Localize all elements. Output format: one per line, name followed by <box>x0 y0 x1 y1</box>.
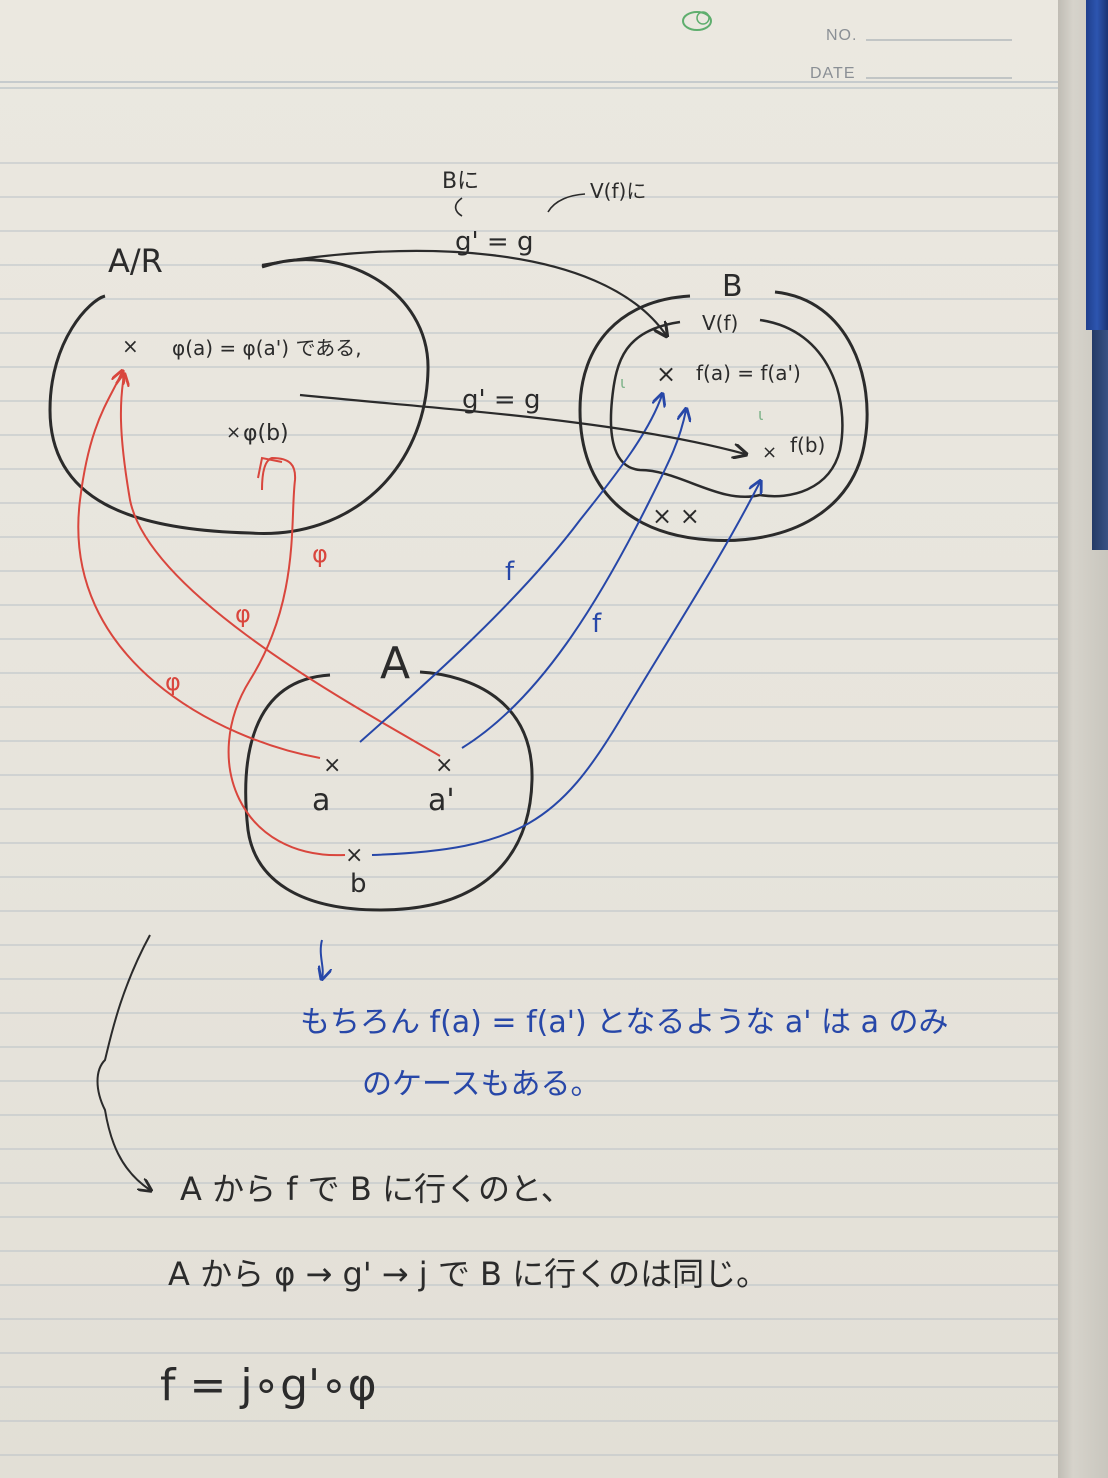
f-label-1: f <box>505 557 515 587</box>
top-note-curl <box>454 197 463 217</box>
top-note-b: Bに <box>442 169 479 194</box>
pen-body <box>1092 330 1108 550</box>
image-boundary <box>609 318 844 498</box>
formula: f = j∘g'∘φ <box>160 1360 377 1411</box>
b-point: × <box>345 843 363 868</box>
g-prime-eq-g-label: g' = g <box>462 385 540 415</box>
f-label-2: f <box>592 609 602 639</box>
f-b-label: f(b) <box>790 433 825 457</box>
g-prime-arrow <box>299 393 745 454</box>
a-label: a <box>312 783 330 818</box>
phi-arrow-a <box>77 372 321 759</box>
top-note-pointer <box>547 193 586 213</box>
phi-label-1: φ <box>165 668 181 696</box>
f-a-equal-label: f(a) = f(a') <box>696 361 801 385</box>
blue-note-arrow <box>321 939 323 978</box>
phi-a-point: × <box>122 334 139 358</box>
a-prime-point: × <box>435 753 453 778</box>
a-prime-label: a' <box>428 783 455 818</box>
domain-boundary <box>244 670 534 912</box>
f-arrow-a <box>359 395 662 743</box>
phi-label-3: φ <box>312 540 328 568</box>
blue-note-line-2: のケースもある。 <box>362 1067 601 1102</box>
domain-label: A <box>380 638 410 689</box>
quotient-set-label: A/R <box>108 242 163 280</box>
f-a-point: × <box>656 360 676 388</box>
quotient-set-boundary <box>48 258 430 535</box>
date-label: DATE <box>810 65 855 82</box>
green-mark: ι <box>620 373 625 392</box>
blue-note-line-1: もちろん f(a) = f(a') となるような a' は a のみ <box>300 1005 949 1040</box>
b-label: b <box>350 869 367 899</box>
outside-image-points: × × <box>652 502 700 530</box>
g-prime-eq-g-top: g' = g <box>455 227 533 257</box>
phi-arrow-b-head <box>257 456 283 479</box>
phi-label-2: φ <box>235 600 251 628</box>
image-label: V(f) <box>702 311 738 335</box>
codomain-label: B <box>722 269 743 304</box>
logo-mark <box>682 11 712 31</box>
note-line-1: A から f で B に行くのと、 <box>180 1170 573 1208</box>
top-note-vf: V(f)に <box>590 179 646 203</box>
codomain-boundary <box>578 290 869 542</box>
f-b-point: × <box>762 442 777 463</box>
green-mark-2: ι <box>758 405 763 424</box>
a-point: × <box>323 753 341 778</box>
phi-a-note: φ(a) = φ(a') である, <box>172 336 362 360</box>
no-label: NO. <box>826 27 857 44</box>
phi-arrow-a-prime <box>121 375 441 757</box>
phi-b-point: × <box>226 422 241 443</box>
brace-arrow <box>96 934 151 1190</box>
f-arrow-b <box>371 482 760 856</box>
blue-pen <box>1086 0 1108 330</box>
phi-b-label: φ(b) <box>243 421 289 446</box>
note-line-2: A から φ → g' → j で B に行くのは同じ。 <box>168 1255 768 1293</box>
g-prime-arrow-top <box>261 249 666 335</box>
f-arrow-a-prime <box>461 410 686 749</box>
phi-arrow-b <box>227 456 346 857</box>
